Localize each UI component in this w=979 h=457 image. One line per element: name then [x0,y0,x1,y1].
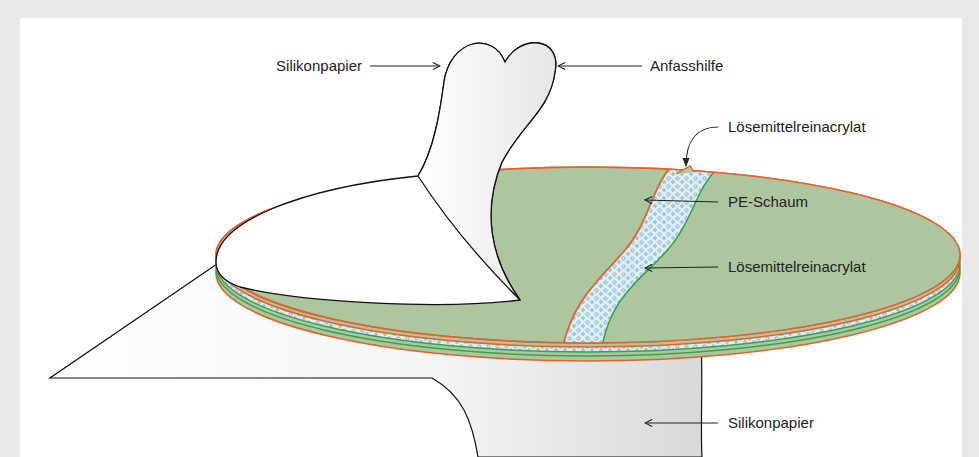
grip-tab [418,43,556,300]
part-label: Anfasshilfe [650,57,723,75]
part-label: PE-Schaum [728,193,808,211]
leader-lines [370,66,718,423]
part-label: Silikonpapier [276,57,362,75]
part-label: Lösemittelreinacrylat [728,258,866,276]
part-label: Silikonpapier [728,414,814,432]
part-label: Lösemittelreinacrylat [728,118,866,136]
release-liner-peeled [216,43,556,305]
foam-cutaway [560,150,979,360]
